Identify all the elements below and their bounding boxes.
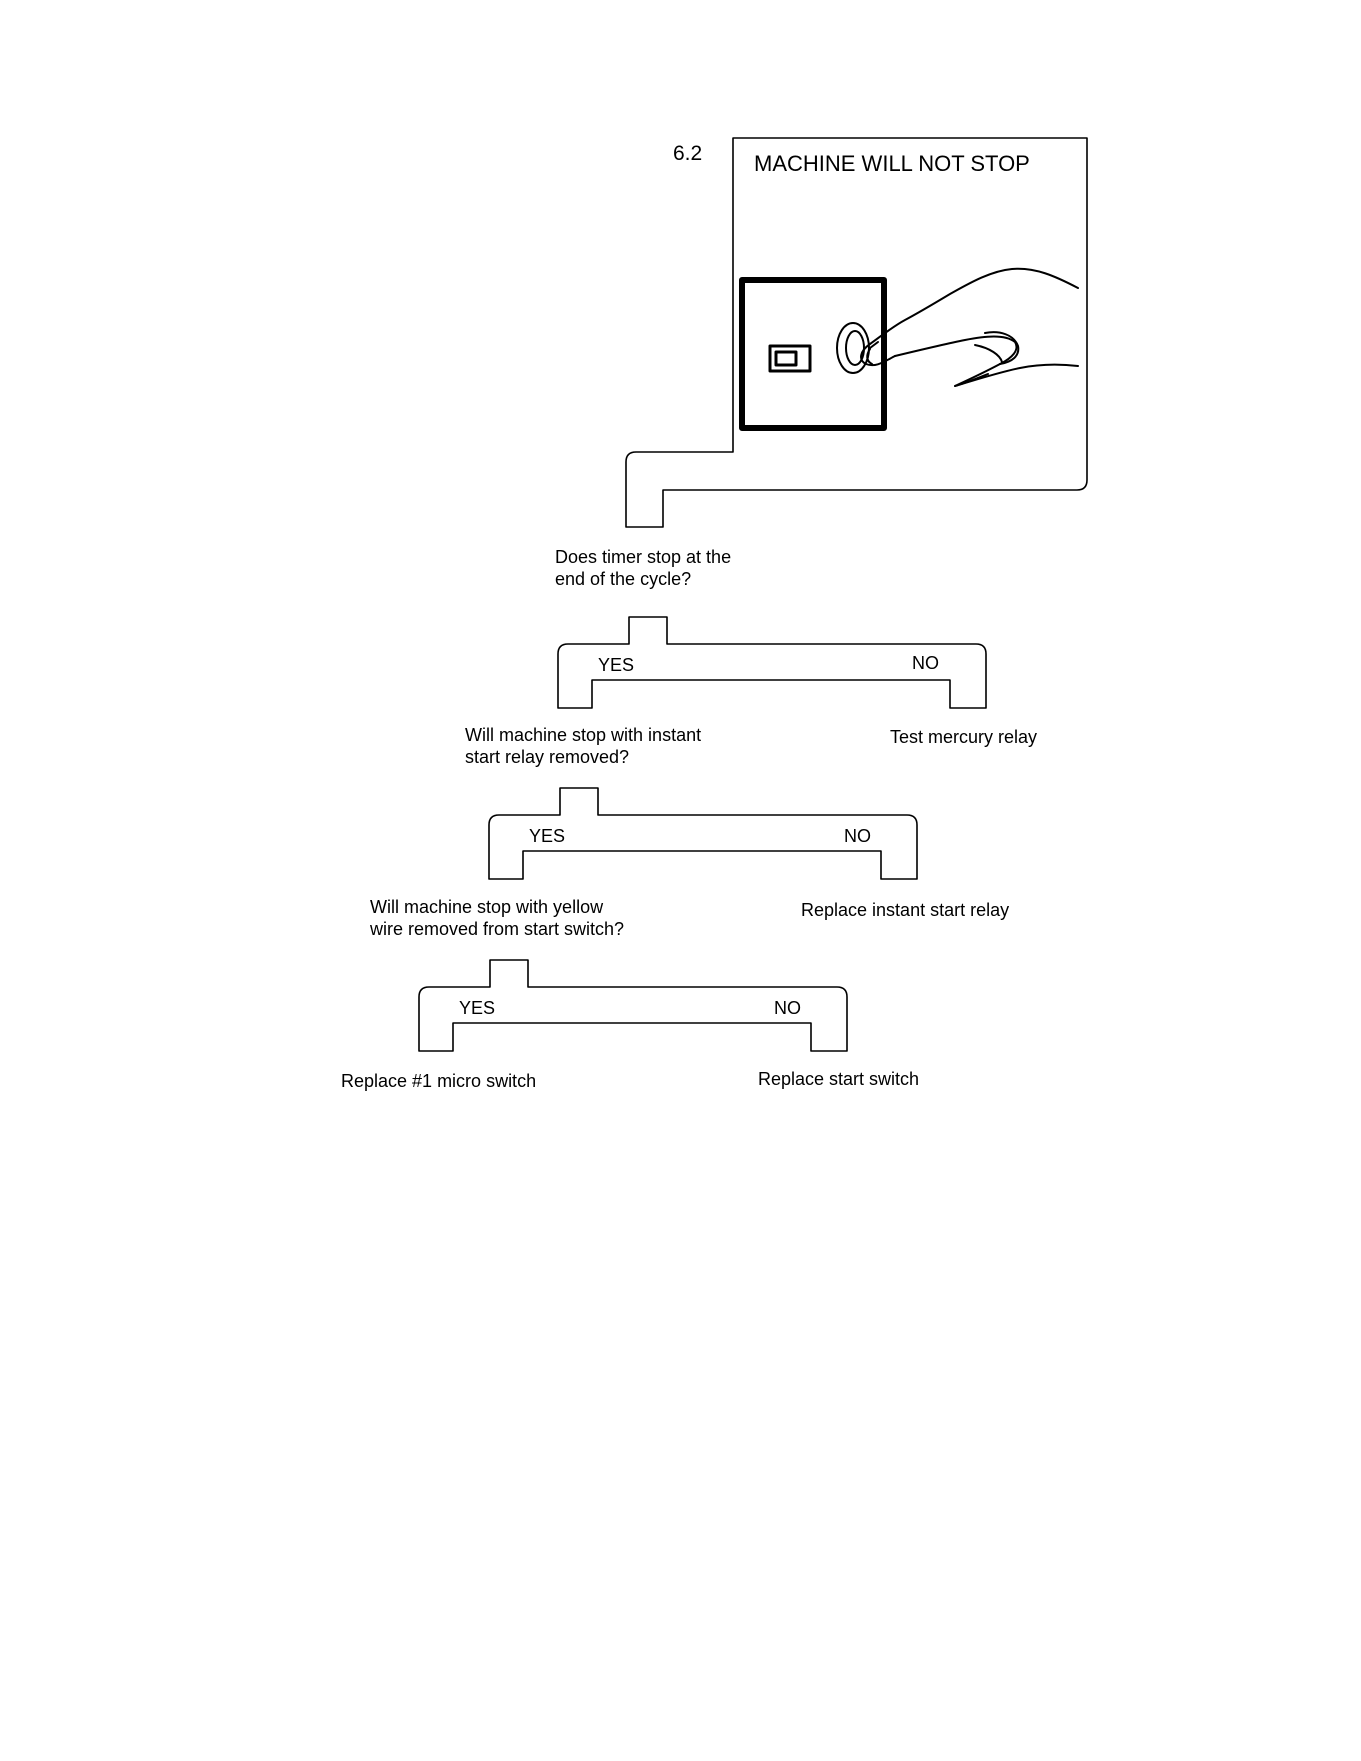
- yes-label-1: YES: [598, 654, 634, 676]
- no-result-3: Replace start switch: [758, 1068, 919, 1090]
- no-result-1: Test mercury relay: [890, 726, 1037, 748]
- page-title: MACHINE WILL NOT STOP: [754, 153, 1030, 175]
- question-2: Will machine stop with instant start rel…: [465, 724, 701, 768]
- no-label-1: NO: [912, 652, 939, 674]
- no-label-3: NO: [774, 997, 801, 1019]
- yes-label-3: YES: [459, 997, 495, 1019]
- section-number: 6.2: [673, 143, 702, 165]
- title-box-outline: [626, 138, 1087, 527]
- yes-result-3: Replace #1 micro switch: [341, 1070, 536, 1092]
- hand-pressing-switch-icon: [861, 269, 1078, 386]
- no-label-2: NO: [844, 825, 871, 847]
- toggle-switch-lever: [776, 352, 796, 365]
- no-result-2: Replace instant start relay: [801, 899, 1009, 921]
- question-3: Will machine stop with yellow wire remov…: [370, 896, 624, 940]
- question-1: Does timer stop at the end of the cycle?: [555, 546, 731, 590]
- yes-label-2: YES: [529, 825, 565, 847]
